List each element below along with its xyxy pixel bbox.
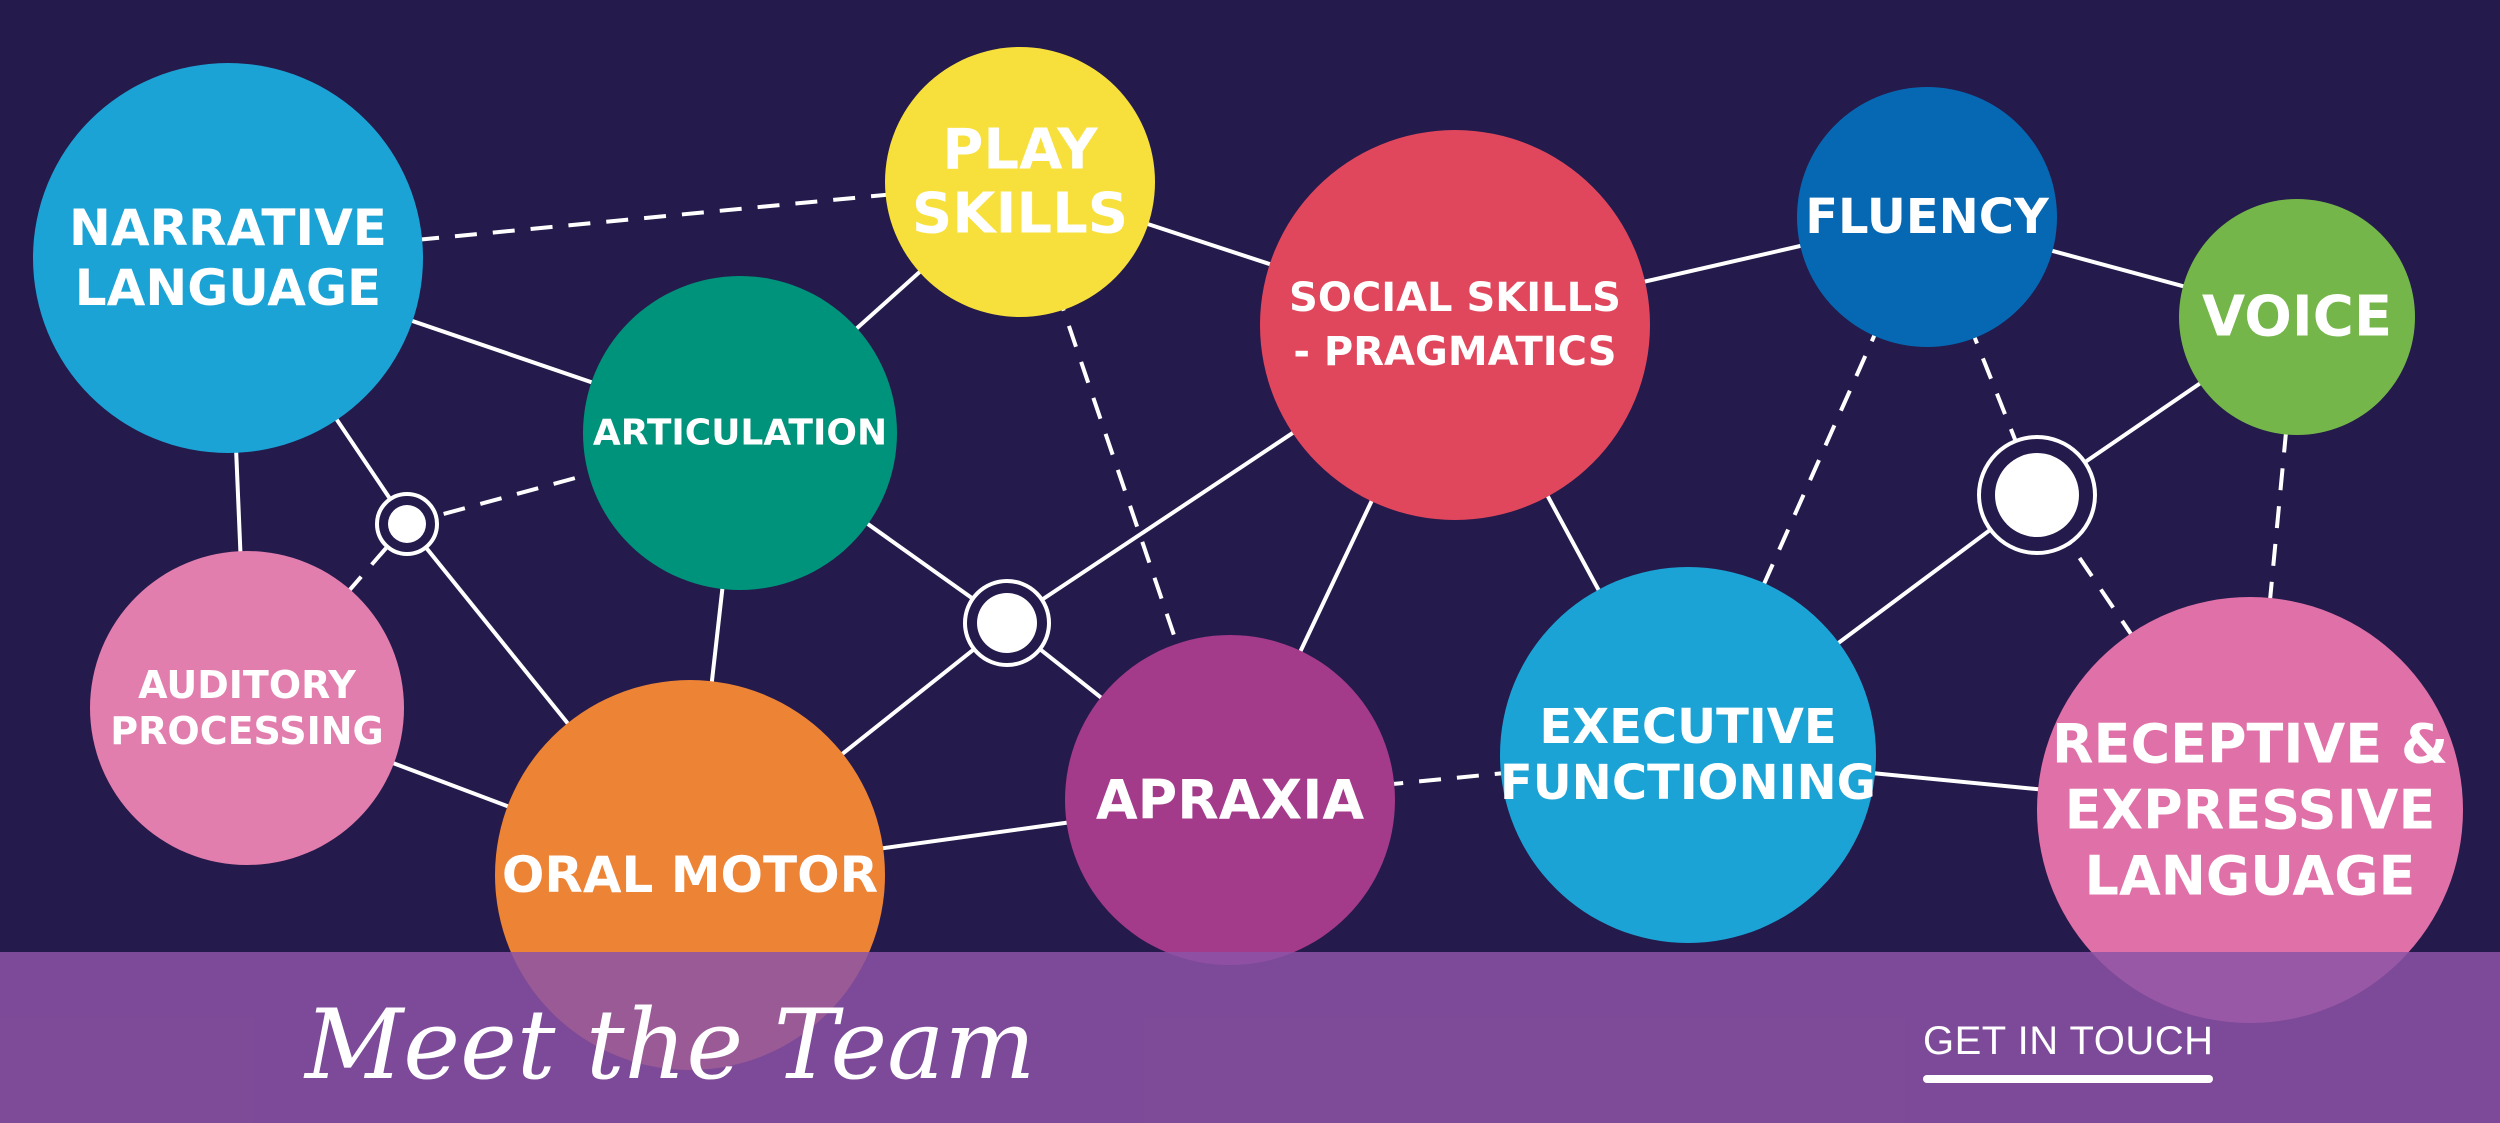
bubble-circle (1065, 635, 1395, 965)
bubble-label: RECEPTIVE & (2052, 713, 2448, 776)
skill-bubble-fluency[interactable]: FLUENCY (1797, 87, 2057, 347)
footer-band (0, 952, 2500, 1123)
bubble-circle (1500, 567, 1876, 943)
bubble-label: NARRATIVE (69, 199, 387, 257)
bubble-label: FLUENCY (1805, 189, 2050, 245)
skill-bubble-articulation[interactable]: ARTICULATION (583, 276, 897, 590)
bubble-label: SKILLS (912, 182, 1128, 247)
bubble-label: EXECUTIVE (1539, 699, 1836, 755)
bubble-label: EXPRESSIVE (2065, 779, 2436, 842)
junction-node (375, 492, 439, 556)
bubble-circle (1797, 87, 2057, 347)
bubble-label: SOCIAL SKILLS (1289, 275, 1621, 321)
bubble-circle (2037, 597, 2463, 1023)
bubble-circle (583, 276, 897, 590)
bubble-label: ARTICULATION (593, 413, 887, 454)
bubble-label: PROCESSING (110, 709, 383, 753)
bubble-circle (885, 47, 1155, 317)
junction-node (963, 579, 1051, 667)
bubble-circle (2179, 199, 2415, 435)
bubble-label: - PRAGMATICS (1293, 329, 1616, 375)
bubble-label: ORAL MOTOR (502, 846, 878, 904)
skill-bubble-social-skills[interactable]: SOCIAL SKILLS - PRAGMATICS (1260, 130, 1650, 520)
bubble-label: PLAY (942, 118, 1099, 183)
bubble-label: LANGUAGE (75, 259, 381, 317)
bubble-circle (1260, 130, 1650, 520)
skill-bubble-voice[interactable]: VOICE (2179, 199, 2415, 435)
bubble-label: AUDITORY (138, 663, 356, 707)
skill-bubble-apraxia[interactable]: APRAXIA (1065, 635, 1395, 965)
bubble-label: APRAXIA (1096, 769, 1364, 832)
bubble-label: LANGUAGE (2085, 845, 2416, 908)
connection-nodes (375, 435, 2097, 667)
bubble-label: FUNCTIONING (1500, 755, 1876, 811)
get-in-touch-link[interactable]: GET IN TOUCH (1923, 1019, 2214, 1063)
get-in-touch-underline (1923, 1075, 2213, 1083)
junction-node (1977, 435, 2097, 555)
bubble-label: VOICE (2202, 285, 2392, 350)
meet-the-team-link[interactable]: Meet the Team (305, 989, 1036, 1101)
bubble-circle (90, 551, 404, 865)
bubble-circle (33, 63, 423, 453)
